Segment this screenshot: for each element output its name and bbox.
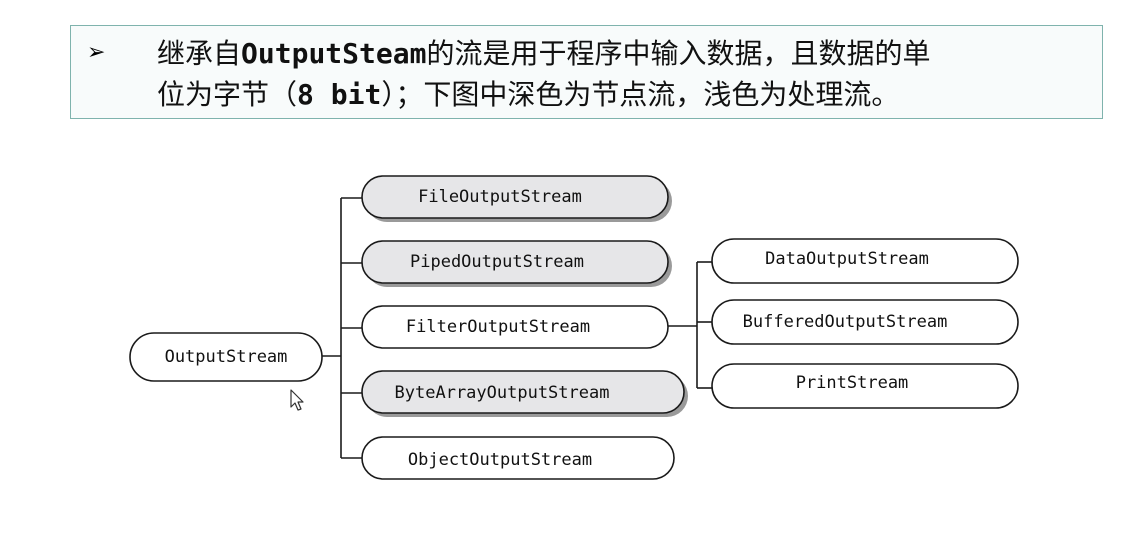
- node-fileoutputstream: FileOutputStream: [361, 175, 672, 222]
- svg-text:PrintStream: PrintStream: [796, 373, 909, 393]
- node-outputstream: OutputStream: [129, 332, 323, 382]
- node-bytearrayoutputstream: ByteArrayOutputStream: [361, 370, 688, 417]
- svg-text:ObjectOutputStream: ObjectOutputStream: [408, 450, 592, 470]
- svg-text:FileOutputStream: FileOutputStream: [418, 187, 582, 207]
- svg-text:BufferedOutputStream: BufferedOutputStream: [743, 312, 948, 332]
- unit-code: 8 bit: [297, 78, 382, 111]
- description-line-2: 位为字节（8 bit）；下图中深色为节点流，浅色为处理流。: [157, 78, 900, 111]
- mouse-cursor-icon: [290, 389, 304, 411]
- connector-lines: [322, 197, 712, 459]
- svg-text:FilterOutputStream: FilterOutputStream: [406, 317, 590, 337]
- class-name-code: OutputSteam: [241, 37, 427, 70]
- svg-text:DataOutputStream: DataOutputStream: [765, 249, 929, 269]
- svg-text:PipedOutputStream: PipedOutputStream: [410, 252, 584, 272]
- node-objectoutputstream: ObjectOutputStream: [361, 436, 675, 480]
- svg-text:OutputStream: OutputStream: [165, 347, 288, 367]
- node-pipedoutputstream: PipedOutputStream: [361, 240, 672, 287]
- node-filteroutputstream: FilterOutputStream: [361, 305, 669, 349]
- svg-text:ByteArrayOutputStream: ByteArrayOutputStream: [395, 383, 610, 403]
- description-callout: ➢ 继承自OutputSteam的流是用于程序中输入数据，且数据的单 位为字节（…: [70, 25, 1103, 119]
- node-dataoutputstream: DataOutputStream: [711, 238, 1019, 284]
- description-line-1: 继承自OutputSteam的流是用于程序中输入数据，且数据的单: [157, 37, 931, 70]
- node-printstream: PrintStream: [711, 363, 1019, 409]
- bullet-arrow-icon: ➢: [87, 40, 106, 65]
- node-bufferedoutputstream: BufferedOutputStream: [711, 299, 1019, 345]
